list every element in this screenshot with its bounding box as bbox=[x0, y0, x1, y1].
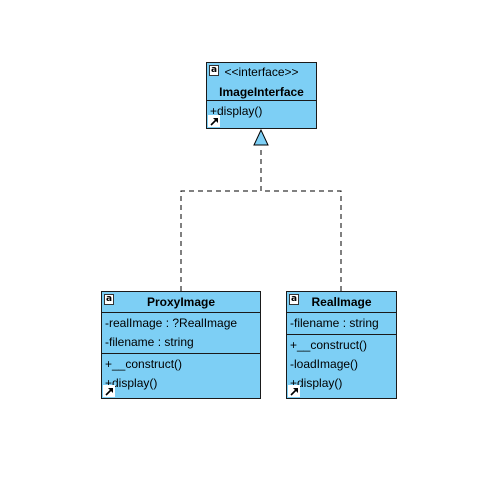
method-row[interactable]: +display() bbox=[210, 104, 263, 118]
methods-section: +__construct() -loadImage() +display() bbox=[287, 335, 396, 394]
class-icon: a bbox=[289, 294, 299, 305]
realization-edge-proxy[interactable] bbox=[180, 146, 262, 291]
class-name: RealImage bbox=[311, 295, 372, 309]
attribute-row[interactable]: -filename : string bbox=[290, 316, 379, 330]
link-arrow-icon[interactable] bbox=[103, 385, 115, 397]
realization-arrowhead bbox=[253, 128, 269, 146]
class-stereotype: <<interface>> bbox=[224, 65, 299, 79]
attributes-section: -realImage : ?RealImage -filename : stri… bbox=[102, 313, 260, 354]
class-header: a <<interface>> ImageInterface bbox=[207, 63, 316, 101]
class-icon: a bbox=[104, 294, 114, 305]
method-row[interactable]: +__construct() bbox=[105, 357, 183, 371]
class-header: a ProxyImage bbox=[102, 292, 260, 313]
method-row[interactable]: +__construct() bbox=[290, 338, 368, 352]
class-header: a RealImage bbox=[287, 292, 396, 313]
class-proxy-image[interactable]: a ProxyImage -realImage : ?RealImage -fi… bbox=[101, 291, 261, 399]
link-arrow-icon[interactable] bbox=[288, 385, 300, 397]
class-real-image[interactable]: a RealImage -filename : string +__constr… bbox=[286, 291, 397, 399]
method-row[interactable]: +display() bbox=[105, 376, 158, 390]
method-row[interactable]: -loadImage() bbox=[290, 357, 359, 371]
link-arrow-icon[interactable] bbox=[208, 115, 220, 127]
class-name: ProxyImage bbox=[146, 295, 216, 309]
attribute-row[interactable]: -realImage : ?RealImage bbox=[105, 316, 238, 330]
class-name: ImageInterface bbox=[219, 85, 304, 99]
method-row[interactable]: +display() bbox=[290, 376, 343, 390]
methods-section: +display() bbox=[207, 101, 316, 122]
realization-edge-real[interactable] bbox=[261, 190, 342, 291]
class-icon: a bbox=[209, 65, 219, 76]
attribute-row[interactable]: -filename : string bbox=[105, 335, 194, 349]
class-image-interface[interactable]: a <<interface>> ImageInterface +display(… bbox=[206, 62, 317, 129]
methods-section: +__construct() +display() bbox=[102, 354, 260, 394]
attributes-section: -filename : string bbox=[287, 313, 396, 335]
